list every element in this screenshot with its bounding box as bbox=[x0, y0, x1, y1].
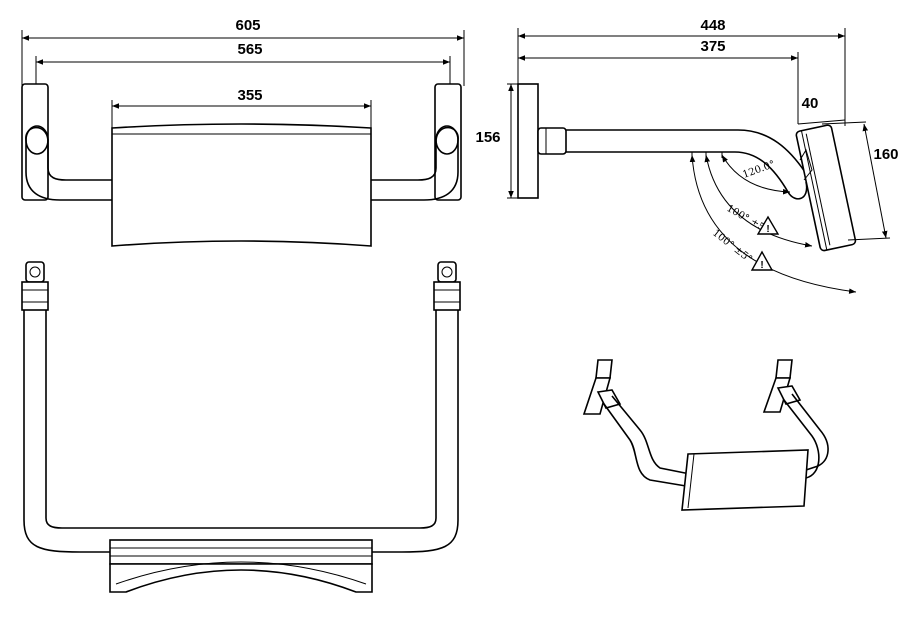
left-arm-tube-outer bbox=[25, 140, 112, 201]
front-view: 605 565 355 bbox=[21, 17, 465, 247]
warning-icon: ! bbox=[756, 215, 780, 235]
screw-icon bbox=[29, 266, 41, 278]
iso-left-arm-bottom bbox=[603, 403, 687, 487]
backrest-inner-curve bbox=[115, 561, 367, 585]
dimension-label-40: 40 bbox=[802, 95, 819, 112]
left-arm-collar bbox=[25, 125, 49, 155]
iso-left-plate bbox=[582, 377, 612, 415]
right-arm-tube-outer bbox=[371, 140, 459, 201]
backrest-pad bbox=[111, 123, 372, 247]
iso-right-arm-bottom bbox=[783, 399, 820, 479]
isometric-view bbox=[582, 359, 829, 511]
dimension-line-160 bbox=[862, 123, 888, 239]
dimension-label-605: 605 bbox=[235, 17, 260, 34]
iso-pad-edge bbox=[687, 453, 695, 509]
backrest-bracket bbox=[109, 539, 373, 565]
frame-right-outer bbox=[371, 310, 459, 553]
iso-pad bbox=[681, 449, 809, 511]
warning-icon: ! bbox=[750, 250, 774, 271]
right-mount-cap bbox=[437, 261, 457, 283]
iso-left-cap bbox=[595, 359, 613, 379]
frame-left-outer bbox=[23, 310, 112, 553]
iso-left-arm-top bbox=[611, 395, 691, 475]
dimension-label-156: 156 bbox=[475, 129, 500, 146]
side-hub bbox=[537, 127, 567, 155]
dimension-label-565: 565 bbox=[237, 41, 262, 58]
angle-label-120: 120.0° bbox=[741, 159, 776, 181]
right-wall-plate bbox=[434, 83, 462, 201]
left-mount-collar bbox=[21, 281, 49, 311]
dimension-label-160: 160 bbox=[873, 146, 898, 163]
svg-text:!: ! bbox=[760, 260, 763, 271]
angle-label-100-b: 100° ±5° bbox=[710, 228, 754, 266]
side-pad bbox=[795, 124, 857, 252]
frame-inner bbox=[45, 310, 437, 529]
dimension-label-375: 375 bbox=[700, 38, 725, 55]
backrest-curve bbox=[109, 563, 373, 593]
left-mount-cap bbox=[25, 261, 45, 283]
iso-right-cap bbox=[775, 359, 793, 379]
side-wall-plate bbox=[517, 83, 539, 199]
right-arm-collar bbox=[435, 125, 459, 155]
iso-right-hub bbox=[776, 385, 802, 405]
right-mount-collar bbox=[433, 281, 461, 311]
side-view: 448 375 156 40 160 bbox=[475, 17, 899, 294]
angle-arc-100-b bbox=[689, 154, 857, 294]
svg-text:!: ! bbox=[766, 224, 769, 235]
extension-line bbox=[821, 121, 867, 125]
dimension-line-40 bbox=[797, 119, 846, 125]
dimension-label-448: 448 bbox=[700, 17, 725, 34]
screw-icon bbox=[441, 266, 453, 278]
top-view bbox=[21, 261, 461, 593]
iso-left-hub bbox=[596, 389, 622, 409]
dimension-label-355: 355 bbox=[237, 87, 262, 104]
